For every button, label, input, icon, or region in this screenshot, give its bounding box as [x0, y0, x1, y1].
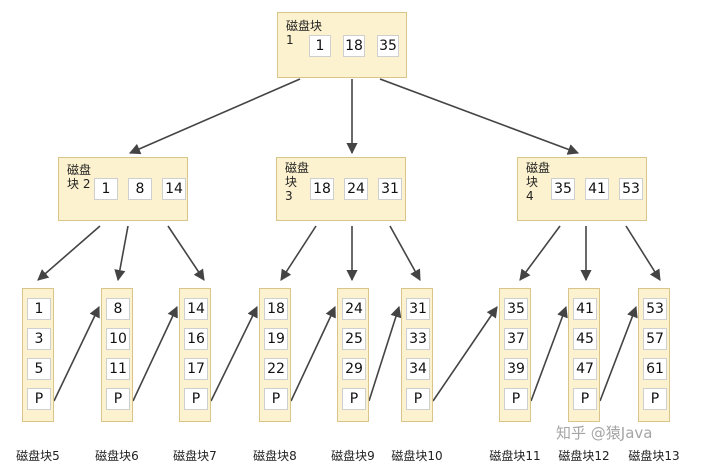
leaf-key: 3 [27, 328, 51, 350]
internal-node-3-key: 24 [344, 178, 368, 200]
leaf-key: 14 [184, 298, 208, 320]
internal-node-2-key: 8 [128, 178, 152, 200]
root-node-label: 磁盘块 1 [286, 19, 323, 47]
leaf-key: 10 [106, 328, 130, 350]
leaf-link-arrow-10-to-11 [432, 306, 498, 402]
leaf-pointer-key: P [27, 388, 51, 410]
leaf-key: 11 [106, 358, 130, 380]
leaf-key: 35 [504, 298, 528, 320]
arrow-block3-to-block10 [389, 225, 421, 281]
leaf-pointer-key: P [406, 388, 430, 410]
leaf-link-arrow-11-to-12 [530, 305, 568, 402]
leaf-key: 17 [184, 358, 208, 380]
internal-node-3-label: 磁盘 块 3 [285, 161, 310, 203]
leaf-pointer-key: P [504, 388, 528, 410]
leaf-caption: 磁盘块7 [173, 449, 217, 463]
leaf-caption: 磁盘块12 [558, 449, 610, 463]
leaf-pointer-key: P [264, 388, 288, 410]
arrow-root-to-block4 [379, 78, 580, 155]
arrow-block2-to-block5 [37, 225, 101, 281]
internal-node-3-key: 31 [378, 178, 402, 200]
arrow-block2-to-block6 [114, 225, 129, 282]
leaf-key: 45 [573, 328, 597, 350]
leaf-caption: 磁盘块13 [628, 449, 680, 463]
leaf-key: 37 [504, 328, 528, 350]
arrow-block4-to-block11 [519, 225, 561, 281]
leaf-caption: 磁盘块10 [391, 449, 443, 463]
leaf-caption: 磁盘块5 [16, 449, 60, 463]
root-node-key: 1 [309, 35, 331, 57]
leaf-pointer-key: P [643, 388, 667, 410]
root-node-key: 35 [377, 35, 399, 57]
arrow-root-to-block2 [128, 78, 301, 155]
leaf-key: 39 [504, 358, 528, 380]
leaf-caption: 磁盘块11 [489, 449, 541, 463]
arrow-block2-to-block7 [167, 225, 205, 281]
leaf-key: 18 [264, 298, 288, 320]
leaf-key: 29 [342, 358, 366, 380]
leaf-pointer-key: P [106, 388, 130, 410]
internal-node-2-key: 14 [162, 178, 186, 200]
leaf-key: 47 [573, 358, 597, 380]
internal-node-2-key: 1 [94, 178, 118, 200]
leaf-key: 33 [406, 328, 430, 350]
watermark: 知乎 @猿Java [556, 424, 653, 442]
leaf-pointer-key: P [573, 388, 597, 410]
leaf-key: 19 [264, 328, 288, 350]
leaf-key: 31 [406, 298, 430, 320]
leaf-link-arrow-9-to-10 [368, 305, 402, 402]
internal-node-4-label: 磁盘 块 4 [526, 161, 551, 203]
leaf-link-arrow-7-to-8 [210, 305, 258, 402]
leaf-caption: 磁盘块6 [95, 449, 139, 463]
leaf-key: 25 [342, 328, 366, 350]
leaf-key: 53 [643, 298, 667, 320]
root-node-key: 18 [343, 35, 365, 57]
internal-node-3-key: 18 [310, 178, 334, 200]
leaf-caption: 磁盘块8 [253, 449, 297, 463]
leaf-link-arrow-12-to-13 [599, 305, 638, 402]
internal-node-2-label: 磁盘 块 2 [67, 163, 92, 191]
leaf-caption: 磁盘块9 [331, 449, 375, 463]
leaf-key: 61 [643, 358, 667, 380]
internal-node-4-key: 53 [619, 178, 643, 200]
internal-node-4-key: 41 [585, 178, 609, 200]
leaf-key: 8 [106, 298, 130, 320]
arrow-block3-to-block8 [280, 225, 317, 281]
leaf-key: 5 [27, 358, 51, 380]
leaf-key: 34 [406, 358, 430, 380]
leaf-link-arrow-8-to-9 [290, 305, 336, 402]
leaf-link-arrow-5-to-6 [53, 305, 100, 402]
internal-node-4-key: 35 [551, 178, 575, 200]
leaf-link-arrow-6-to-7 [132, 305, 178, 402]
leaf-key: 22 [264, 358, 288, 380]
leaf-key: 16 [184, 328, 208, 350]
leaf-key: 1 [27, 298, 51, 320]
leaf-key: 41 [573, 298, 597, 320]
leaf-pointer-key: P [184, 388, 208, 410]
arrow-block4-to-block13 [625, 225, 661, 281]
leaf-pointer-key: P [342, 388, 366, 410]
leaf-key: 24 [342, 298, 366, 320]
leaf-key: 57 [643, 328, 667, 350]
